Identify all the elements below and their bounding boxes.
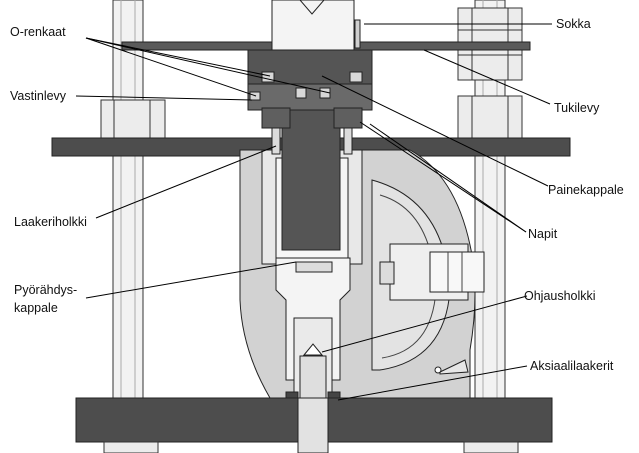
label-o-renkaat: O-renkaat — [10, 25, 66, 39]
buttons — [261, 107, 363, 155]
label-tukilevy: Tukilevy — [554, 101, 600, 115]
label-laakeriholkki: Laakeriholkki — [14, 215, 87, 229]
label-pyorahdys-line1: Pyörähdys- — [14, 283, 77, 297]
shaft — [297, 397, 329, 453]
label-ohjausholkki: Ohjausholkki — [524, 289, 596, 303]
label-napit: Napit — [528, 227, 558, 241]
guide-sleeve — [293, 317, 333, 399]
label-pyorahdys-line2: kappale — [14, 301, 58, 315]
label-sokka: Sokka — [556, 17, 591, 31]
leader-lines — [75, 23, 552, 401]
label-vastinlevy: Vastinlevy — [10, 89, 67, 103]
bottom-nuts — [103, 441, 519, 453]
label-aksiaalilaakerit: Aksiaalilaakerit — [530, 359, 614, 373]
hook — [439, 359, 469, 375]
left-nut — [100, 99, 166, 141]
press-piece — [281, 109, 341, 251]
pin-block — [271, 0, 361, 55]
left-rod — [112, 0, 144, 453]
right-nut-lower — [457, 95, 523, 139]
label-painekappale: Painekappale — [548, 183, 624, 197]
